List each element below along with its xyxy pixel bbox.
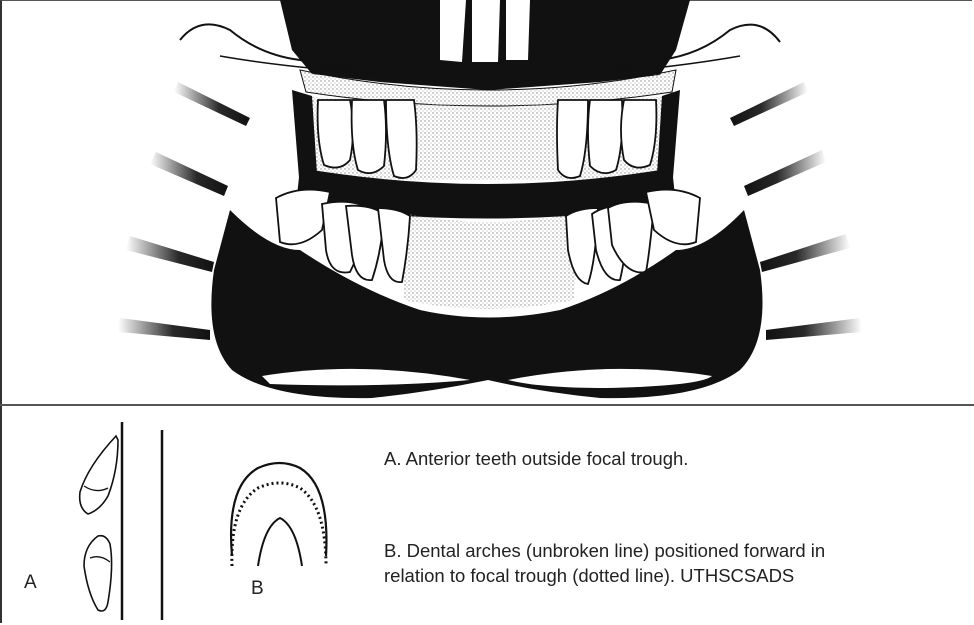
panoramic-drawing (0, 0, 974, 405)
focal-trough-dotted (232, 483, 326, 566)
diagram-a (80, 422, 162, 620)
label-a: A (24, 572, 37, 594)
focal-trough-diagrams (0, 406, 974, 625)
caption-b-line2: relation to focal trough (dotted line). … (384, 563, 964, 588)
diagram-b (231, 463, 326, 566)
upper-arch (292, 90, 680, 190)
caption-a: A. Anterior teeth outside focal trough. (384, 446, 944, 471)
upper-incisor (80, 436, 118, 514)
dental-arch-line (231, 463, 326, 556)
caption-b: B. Dental arches (unbroken line) positio… (384, 538, 964, 588)
lower-incisor (84, 536, 112, 611)
inner-arch-line (258, 518, 302, 566)
label-b: B (251, 578, 264, 600)
explanation-panel: A B A. Anterior teeth outside focal trou… (0, 406, 974, 625)
panoramic-illustration (0, 0, 974, 405)
maxilla-region (180, 0, 780, 106)
caption-b-line1: B. Dental arches (unbroken line) positio… (384, 538, 964, 563)
